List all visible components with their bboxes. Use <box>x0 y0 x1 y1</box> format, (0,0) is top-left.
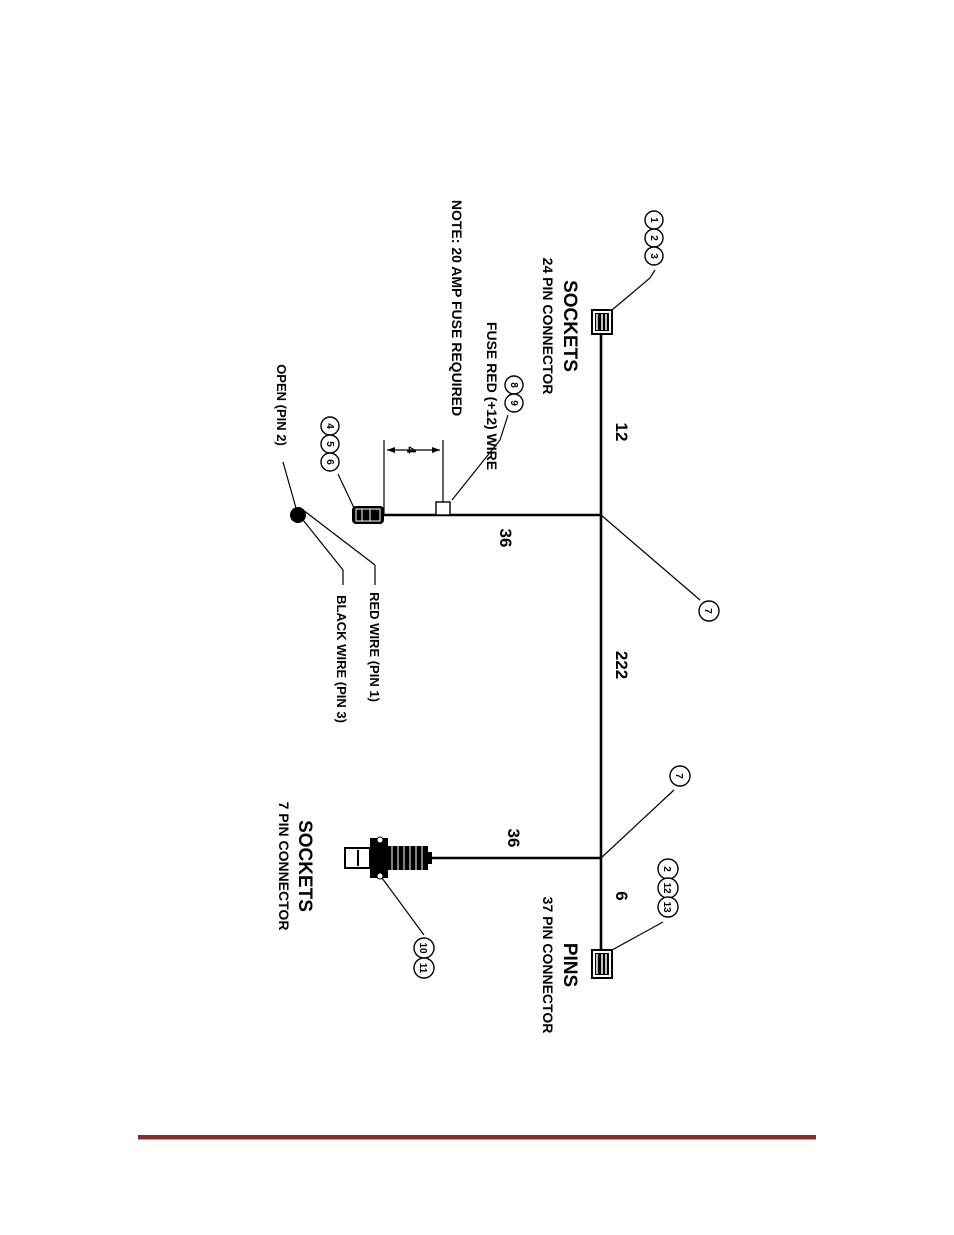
7-pin-connector <box>344 836 432 880</box>
svg-text:2: 2 <box>661 866 672 872</box>
callout-7-lower: 7 <box>669 765 691 787</box>
length-12: 12 <box>612 423 631 442</box>
sockets-24-title: SOCKETS <box>559 280 580 372</box>
callout-7-upper: 7 <box>698 600 720 622</box>
svg-text:7: 7 <box>702 608 713 614</box>
svg-text:8: 8 <box>508 382 519 388</box>
leader-7-lower <box>600 789 675 859</box>
footer-rule <box>138 1135 816 1140</box>
leader-123 <box>611 269 656 311</box>
pins-37-subtitle: 37 PIN CONNECTOR <box>540 897 556 1034</box>
black-wire-label: BLACK WIRE (PIN 3) <box>334 595 349 723</box>
svg-text:6: 6 <box>324 459 335 465</box>
branch-connector-456 <box>352 506 384 524</box>
svg-text:5: 5 <box>324 441 335 447</box>
leader-1011 <box>381 877 425 936</box>
callout-21213: 2 12 13 <box>657 858 679 918</box>
leader-456 <box>337 473 356 511</box>
callout-89: 8 9 <box>504 375 524 413</box>
pins-37-title: PINS <box>559 943 580 987</box>
length-6: 6 <box>612 891 631 900</box>
callout-456: 4 5 6 <box>320 416 340 472</box>
svg-text:2: 2 <box>648 235 659 241</box>
fuse-note: NOTE: 20 AMP FUSE REQUIRED <box>449 200 465 416</box>
length-36-upper: 36 <box>496 529 515 548</box>
svg-text:4: 4 <box>324 423 335 429</box>
leader-7-upper <box>600 514 701 601</box>
svg-text:10: 10 <box>417 942 428 954</box>
length-222: 222 <box>612 651 631 679</box>
leader-89 <box>451 414 509 501</box>
svg-text:11: 11 <box>417 963 428 974</box>
sockets-7-title: SOCKETS <box>294 820 315 912</box>
dimension-4-label: 4 <box>404 446 419 454</box>
svg-text:7: 7 <box>673 773 684 779</box>
length-36-lower: 36 <box>504 829 523 848</box>
fuse-label: FUSE RED (+12) WIRE <box>484 322 500 470</box>
37-pin-connector <box>591 949 613 979</box>
red-wire-label: RED WIRE (PIN 1) <box>367 592 382 702</box>
svg-text:9: 9 <box>508 400 519 406</box>
leader-21213 <box>611 921 664 951</box>
callout-1011: 10 11 <box>413 937 435 979</box>
svg-text:13: 13 <box>661 901 672 913</box>
sockets-24-subtitle: 24 PIN CONNECTOR <box>540 258 556 395</box>
svg-text:3: 3 <box>648 253 659 259</box>
open-pin-label: OPEN (PIN 2) <box>274 364 289 446</box>
fuse-holder <box>435 496 451 516</box>
dimension-4 <box>383 440 444 515</box>
svg-text:1: 1 <box>648 217 659 223</box>
callout-123: 1 2 3 <box>644 210 664 266</box>
svg-text:12: 12 <box>661 882 672 894</box>
24-pin-connector <box>591 309 613 335</box>
sockets-7-subtitle: 7 PIN CONNECTOR <box>276 802 292 931</box>
round-plug <box>282 461 376 585</box>
